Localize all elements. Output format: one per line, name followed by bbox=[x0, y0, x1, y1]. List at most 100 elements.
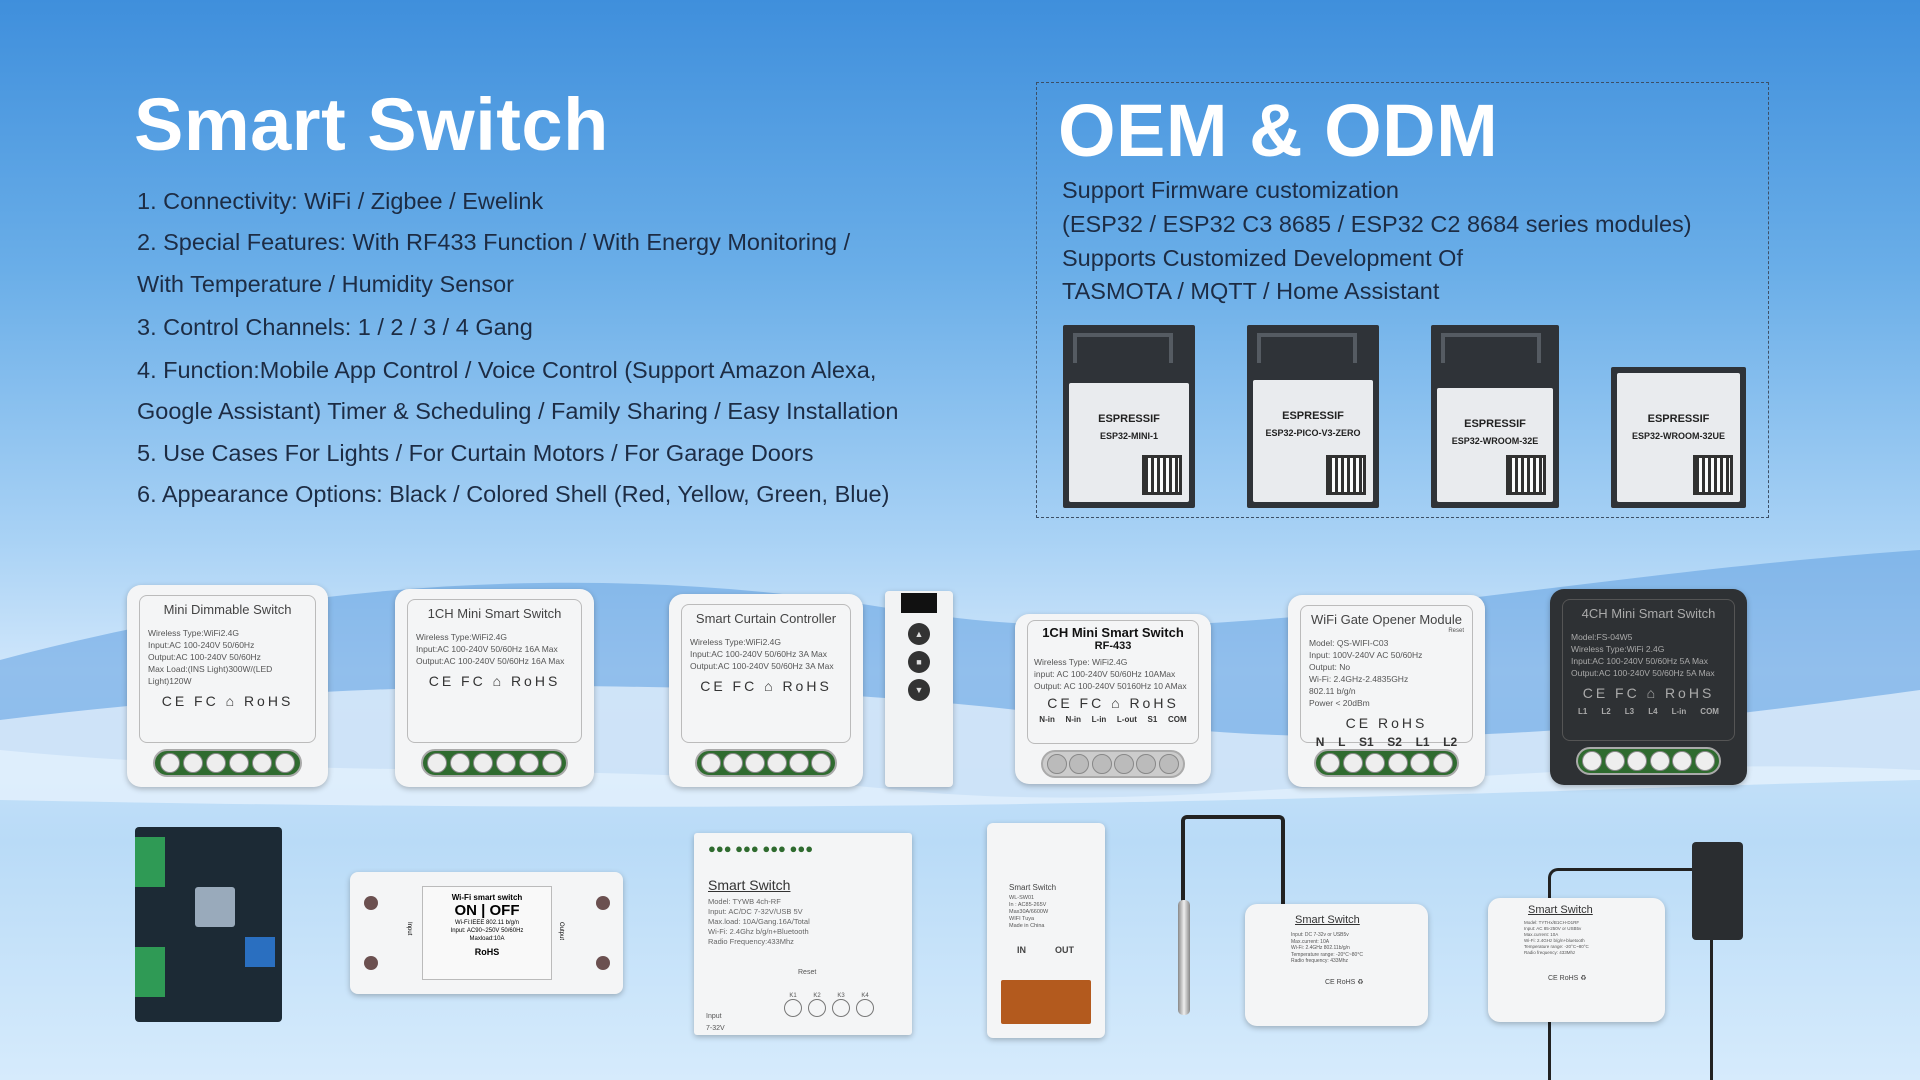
spec-line: Temperature range: -20°C~80°C bbox=[1524, 944, 1589, 949]
screw-terminal-icon bbox=[541, 753, 562, 773]
key-button[interactable]: K4 bbox=[856, 993, 874, 1017]
oem-title: OEM & ODM bbox=[1058, 89, 1499, 172]
screw-terminal-icon bbox=[1342, 753, 1363, 773]
qr-code-icon bbox=[1693, 455, 1733, 495]
spec-line: Temperature range: -20°C~80°C bbox=[1291, 951, 1363, 958]
brand-label: ESPRESSIF bbox=[1647, 413, 1710, 425]
cert-marks: CE FC ⌂ RoHS bbox=[700, 678, 832, 694]
key-label: K3 bbox=[837, 993, 845, 999]
screw-terminal-icon bbox=[1320, 753, 1341, 773]
brand-label: ESPRESSIF bbox=[1282, 410, 1344, 422]
feature-item: Google Assistant) Timer & Scheduling / F… bbox=[137, 398, 899, 424]
screw-terminal-icon bbox=[1365, 753, 1386, 773]
screw-terminal-icon bbox=[1432, 753, 1453, 773]
key-label: K1 bbox=[789, 993, 797, 999]
key-circle-icon bbox=[832, 999, 850, 1017]
probe-cable bbox=[1181, 815, 1285, 905]
product-spec: Power < 20dBm bbox=[1309, 698, 1370, 708]
cert-marks: CE RoHS ♻ bbox=[1548, 975, 1587, 982]
oem-panel bbox=[1036, 82, 1769, 518]
feature-item: 2. Special Features: With RF433 Function… bbox=[137, 229, 851, 255]
feature-item: 4. Function:Mobile App Control / Voice C… bbox=[137, 357, 877, 383]
product-spec: Output:AC 100-240V 50/60Hz 16A Max bbox=[416, 656, 565, 666]
screw-terminal-icon bbox=[427, 753, 448, 773]
remote-display bbox=[901, 593, 937, 613]
basic-wifi-switch: Wi-Fi smart switch ON | OFF Wi-Fi:IEEE 8… bbox=[350, 872, 623, 994]
spec-line: Model: TYWB 4ch-RF bbox=[708, 897, 781, 906]
onoff-label: ON | OFF bbox=[454, 902, 520, 919]
product-spec: Input:AC 100-240V 50/60Hz 5A Max bbox=[1571, 656, 1709, 666]
oem-line: Support Firmware customization bbox=[1062, 177, 1399, 203]
brand-label: ESPRESSIF bbox=[1098, 413, 1160, 425]
up-arrow-icon[interactable]: ▲ bbox=[908, 623, 930, 645]
input-label: Input bbox=[406, 922, 412, 936]
voltage-label: 7-32V bbox=[706, 1025, 725, 1032]
basic-title: Wi-Fi smart switch bbox=[451, 893, 523, 902]
terminal-label: L-in bbox=[1091, 715, 1107, 724]
screw-hole-icon bbox=[596, 956, 610, 970]
product-spec: Wi-Fi: 2.4GHz-2.4835GHz bbox=[1309, 674, 1409, 684]
product-spec: Max Load:(INS Light)300W/(LED Light)120W bbox=[148, 664, 273, 686]
terminal-label: L1 bbox=[1415, 735, 1430, 749]
key-circle-icon bbox=[856, 999, 874, 1017]
stop-icon[interactable]: ■ bbox=[908, 651, 930, 673]
screw-terminal-strip bbox=[1041, 750, 1185, 778]
down-arrow-icon[interactable]: ▼ bbox=[908, 679, 930, 701]
terminal-label: L-in bbox=[1671, 707, 1687, 716]
key-button[interactable]: K3 bbox=[832, 993, 850, 1017]
antenna-trace bbox=[1257, 333, 1357, 363]
screw-terminal-icon bbox=[1649, 751, 1670, 771]
product-title: 4CH Mini Smart Switch bbox=[1581, 606, 1716, 621]
terminal-label: S1 bbox=[1147, 715, 1158, 724]
screw-terminal-icon bbox=[1387, 753, 1408, 773]
module-name: ESP32-MINI-1 bbox=[1099, 431, 1159, 441]
cert-marks: CE FC ⌂ RoHS bbox=[428, 673, 561, 689]
screw-terminal-icon bbox=[1091, 754, 1112, 774]
screw-terminal-icon bbox=[275, 753, 296, 773]
antenna-trace bbox=[1441, 333, 1541, 363]
temp1-title: Smart Switch bbox=[1295, 914, 1360, 926]
screw-hole-icon bbox=[596, 896, 610, 910]
screw-terminal-icon bbox=[229, 753, 250, 773]
key-button[interactable]: K1 bbox=[784, 993, 802, 1017]
feature-item: 5. Use Cases For Lights / For Curtain Mo… bbox=[137, 440, 814, 466]
input-label: Input bbox=[706, 1013, 722, 1020]
screw-terminal-icon bbox=[1410, 753, 1431, 773]
key-button[interactable]: K2 bbox=[808, 993, 826, 1017]
temp2-title: Smart Switch bbox=[1528, 904, 1593, 916]
qr-code-icon bbox=[1326, 455, 1366, 495]
feature-item: With Temperature / Humidity Sensor bbox=[137, 271, 515, 297]
rohs-label: RoHS bbox=[474, 947, 500, 957]
terminal-label: N-in bbox=[1065, 715, 1082, 724]
product-spec: Output:AC 100-240V 50/60Hz 3A Max bbox=[690, 661, 834, 671]
esp32-module: ESPRESSIF ESP32-MINI-1 bbox=[1063, 325, 1195, 508]
screw-terminal-icon bbox=[1694, 751, 1715, 771]
key-buttons: K1 K2 K3 K4 bbox=[784, 993, 874, 1017]
fourch-title: Smart Switch bbox=[708, 877, 791, 893]
cert-marks: CE FC ⌂ RoHS bbox=[1582, 685, 1715, 701]
terminal-label: S2 bbox=[1387, 735, 1402, 749]
screw-terminal-icon bbox=[701, 753, 721, 773]
temperature-probe bbox=[1178, 900, 1190, 1015]
product-spec: Model: QS-WIFI-C03 bbox=[1309, 638, 1389, 648]
screw-terminal-strip bbox=[1314, 749, 1459, 777]
spec-line: Max.current: 10A bbox=[1291, 938, 1330, 945]
terminal-label: COM bbox=[1700, 707, 1719, 716]
screw-terminal-icon bbox=[1136, 754, 1157, 774]
spec-line: In : AC85-265V bbox=[1009, 902, 1047, 908]
product-spec: Wireless Type:WiFi2.4G bbox=[148, 628, 240, 638]
